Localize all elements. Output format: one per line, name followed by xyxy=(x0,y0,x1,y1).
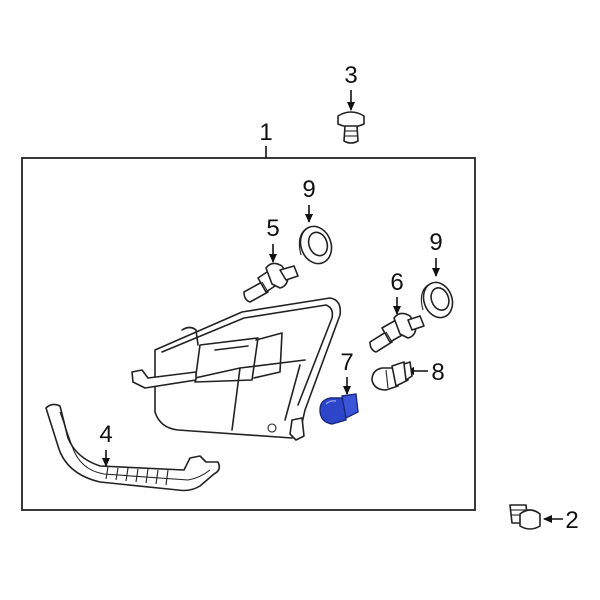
retaining-ring-part-9a[interactable] xyxy=(295,222,336,268)
callout-5-label: 5 xyxy=(266,215,279,242)
callout-3[interactable]: 3 xyxy=(344,62,358,111)
callout-7[interactable]: 7 xyxy=(340,349,354,395)
callout-4[interactable]: 4 xyxy=(99,421,113,467)
bulb-7-shine xyxy=(325,400,337,405)
callout-1[interactable]: 1 xyxy=(259,119,273,158)
callout-9a-label: 9 xyxy=(302,176,315,203)
callout-6-label: 6 xyxy=(390,269,403,296)
bolt-part-2[interactable] xyxy=(509,504,541,530)
bulb-7-glass xyxy=(319,397,347,425)
callout-6[interactable]: 6 xyxy=(390,269,404,315)
socket-part-8[interactable] xyxy=(371,361,413,391)
retaining-ring-part-9b[interactable] xyxy=(419,278,458,321)
bulb-part-6[interactable] xyxy=(369,312,425,353)
callout-9a[interactable]: 9 xyxy=(302,176,316,223)
callout-7-label: 7 xyxy=(340,349,353,376)
assembly-frame xyxy=(21,157,476,511)
screw-part-3[interactable] xyxy=(337,111,365,144)
bulb-part-5[interactable] xyxy=(243,262,299,303)
seal-strip-ribs xyxy=(105,466,169,486)
callout-3-label: 3 xyxy=(344,62,357,89)
bulb-7-base xyxy=(341,393,359,420)
seal-strip-part-4[interactable] xyxy=(45,403,221,492)
callout-8-label: 8 xyxy=(431,359,444,386)
callout-2[interactable]: 2 xyxy=(543,507,579,534)
highlighted-bulb-part-7[interactable] xyxy=(319,393,359,425)
callout-1-label: 1 xyxy=(259,119,272,146)
callout-9b[interactable]: 9 xyxy=(429,229,443,277)
callout-9b-label: 9 xyxy=(429,229,442,256)
headlamp-housing[interactable] xyxy=(131,297,342,441)
callout-5[interactable]: 5 xyxy=(266,215,280,263)
callout-2-label: 2 xyxy=(565,507,578,534)
callout-4-label: 4 xyxy=(99,421,112,448)
